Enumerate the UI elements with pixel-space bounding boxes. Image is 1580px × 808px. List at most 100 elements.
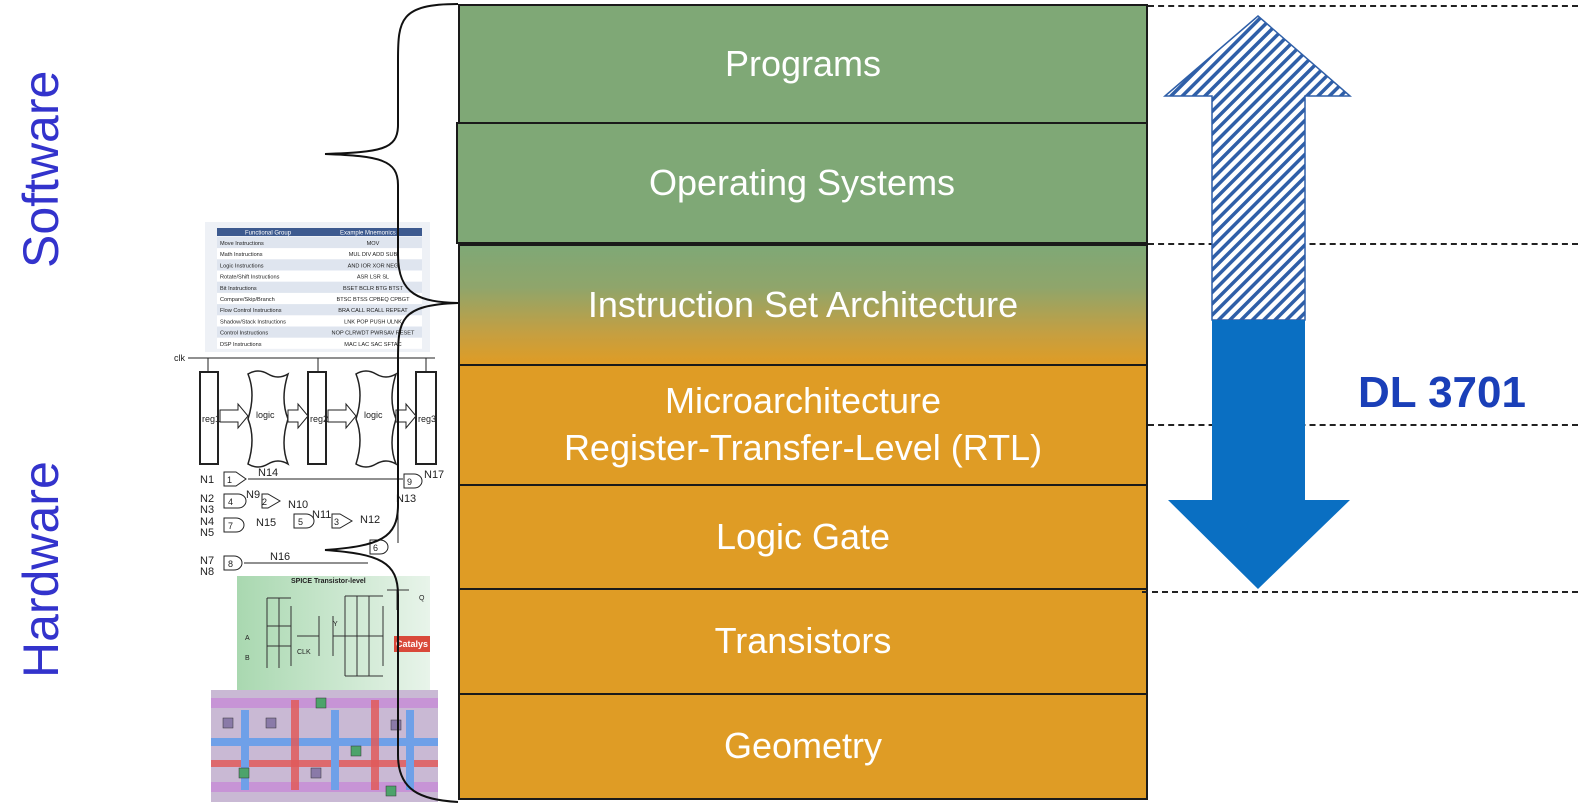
spice-svg: SPICE Transistor-level A B CLK Y Q Catal… — [245, 578, 430, 677]
layout-contact-7 — [390, 719, 402, 731]
gate-5-id: 5 — [298, 517, 303, 527]
net-n14: N14 — [258, 468, 278, 479]
layout-metal-v1 — [241, 710, 249, 790]
gate-9 — [403, 473, 423, 489]
isa-row-mnemonics: BRA CALL RCALL REPEAT — [338, 308, 408, 314]
net-n17: N17 — [424, 469, 444, 481]
isa-row-mnemonics: MUL DIV ADD SUB — [349, 252, 398, 258]
rtl-reg3-label: reg3 — [418, 414, 436, 424]
hardware-brace — [324, 302, 459, 803]
net-n15: N15 — [256, 517, 276, 529]
rtl-reg2-label: reg2 — [310, 414, 328, 424]
isa-table-row — [217, 259, 422, 271]
gate-7-id: 7 — [228, 521, 233, 531]
gate-1 — [223, 471, 247, 487]
rtl-clk-label: clk — [174, 353, 185, 363]
spice-input-a: A — [245, 635, 250, 642]
rtl-logic-cloud-2 — [355, 370, 398, 468]
gate-6 — [369, 539, 389, 555]
rtl-arrow-2 — [287, 402, 309, 430]
gate-1-id: 1 — [227, 475, 232, 485]
isa-row-group: Math Instructions — [220, 252, 263, 258]
gate-3 — [331, 513, 353, 529]
rtl-reg3 — [415, 371, 437, 465]
spice-clk: CLK — [297, 649, 311, 656]
layer-microarchitecture: Microarchitecture Register-Transfer-Leve… — [458, 364, 1148, 486]
layout-contact-2 — [265, 717, 277, 729]
gate-8-id: 8 — [228, 559, 233, 569]
isa-row-group: Compare/Skip/Branch — [220, 297, 275, 303]
gate-4-id: 4 — [228, 497, 233, 507]
net-n11: N11 — [312, 509, 331, 521]
gate-input-n4: N4 — [200, 516, 214, 528]
isa-row-mnemonics: BTSC BTSS CPBEQ CPBGT — [336, 297, 410, 303]
spice-input-b: B — [245, 655, 250, 662]
isa-row-mnemonics: NOP CLRWDT PWRSAV RESET — [332, 331, 415, 337]
gate-3-id: 3 — [334, 517, 339, 527]
gate-4 — [223, 493, 247, 509]
gate-8 — [223, 555, 243, 571]
layout-poly-v2 — [371, 700, 379, 790]
layout-contact-3 — [315, 697, 327, 709]
isa-row-group: Move Instructions — [220, 241, 264, 247]
rtl-logic-label-2: logic — [364, 410, 383, 420]
rtl-logic-cloud-1 — [247, 370, 290, 468]
layout-contact-5 — [238, 767, 250, 779]
isa-row-group: Flow Control Instructions — [220, 308, 282, 314]
isa-row-group: Rotate/Shift Instructions — [220, 275, 280, 281]
isa-table-header-bar — [217, 228, 422, 236]
isa-header-mnemonics: Example Mnemonics — [340, 231, 396, 237]
layer-logic-gate: Logic Gate — [458, 484, 1148, 590]
isa-row-mnemonics: LNK POP PUSH ULNK — [344, 319, 402, 325]
spice-node-y: Y — [333, 621, 338, 628]
layout-contact-6 — [310, 767, 322, 779]
layout-metal-v2 — [331, 710, 339, 790]
isa-row-group: Shadow/Stack Instructions — [220, 319, 286, 325]
spice-badge-text: Catalys — [396, 639, 428, 649]
isa-row-group: DSP Instructions — [220, 342, 262, 348]
isa-row-mnemonics: AND IOR XOR NEG — [348, 263, 399, 269]
layout-contact-8 — [385, 785, 397, 797]
gate-input-n1: N1 — [200, 474, 214, 486]
layer-microarchitecture-line2: Register-Transfer-Level (RTL) — [563, 427, 1043, 468]
gate-input-n3: N3 — [200, 504, 214, 516]
isa-table-image: Functional Group Example Mnemonics Move … — [205, 222, 430, 352]
spice-badge — [394, 636, 430, 652]
layout-metal-1 — [211, 738, 438, 746]
dashed-line-isa — [1148, 243, 1578, 245]
gate-input-n7: N7 — [200, 555, 214, 567]
rtl-diagram-image: clk reg1 reg2 reg3 logic logic — [170, 352, 442, 470]
net-n10: N10 — [288, 499, 308, 511]
layout-svg — [211, 690, 438, 802]
layout-rail-bottom — [211, 782, 438, 792]
layer-instruction-set-architecture: Instruction Set Architecture — [458, 244, 1148, 366]
dashed-line-transistor — [1142, 591, 1578, 593]
dashed-line-micro — [1148, 424, 1578, 426]
gate-2 — [261, 493, 281, 509]
layer-geometry: Geometry — [458, 693, 1148, 800]
gate-9-id: 9 — [407, 477, 412, 487]
net-n9: N9 — [246, 489, 260, 501]
rtl-arrow-3 — [327, 402, 357, 430]
gate-input-n2: N2 — [200, 493, 214, 505]
gate-7 — [223, 517, 245, 533]
isa-table-row — [217, 326, 422, 338]
rtl-arrow-1 — [219, 402, 249, 430]
net-n13: N13 — [396, 493, 416, 505]
isa-row-mnemonics: BSET BCLR BTG BTST — [343, 286, 403, 292]
gate-input-n8: N8 — [200, 566, 214, 578]
arrow-down-solid — [1168, 320, 1350, 589]
layer-programs: Programs — [458, 4, 1148, 124]
software-brace — [324, 3, 459, 304]
gate-input-n5: N5 — [200, 527, 214, 539]
spice-output-q: Q — [419, 595, 425, 602]
isa-table-row — [217, 315, 422, 327]
layout-geometry-image — [211, 690, 438, 802]
rtl-svg: clk reg1 reg2 reg3 logic logic — [174, 353, 437, 468]
isa-row-mnemonics: MOV — [367, 241, 380, 247]
arrow-up-hatched — [1162, 15, 1353, 321]
rtl-logic-label-1: logic — [256, 410, 275, 420]
isa-table-row — [217, 270, 422, 282]
layer-microarchitecture-line1: Microarchitecture — [664, 380, 942, 422]
